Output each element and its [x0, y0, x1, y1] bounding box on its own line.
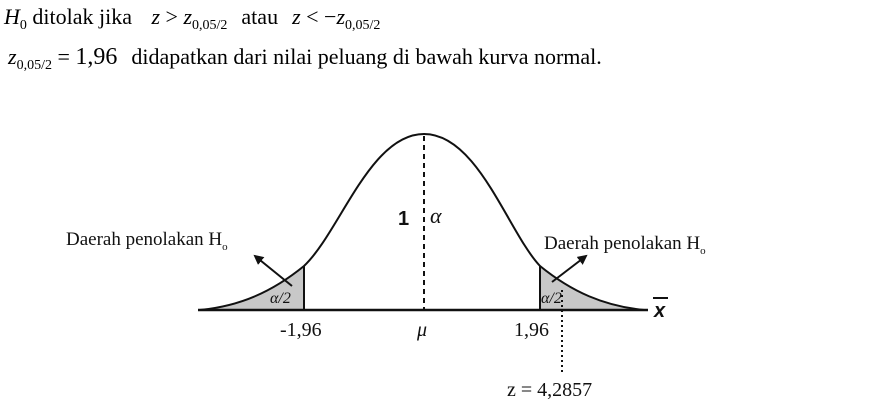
right-region-label: Daerah penolakan Ho: [544, 233, 706, 257]
condition-greater: z > z0,05/2: [151, 4, 228, 33]
z-critical-symbol: z0,05/2: [8, 44, 52, 73]
left-region-arrow: [253, 254, 293, 287]
tick-left-label: -1,96: [280, 319, 322, 341]
left-region-label: Daerah penolakan Ho: [66, 229, 228, 253]
tick-mu-label: μ: [416, 319, 427, 341]
right-tail-label: α/2: [541, 290, 562, 307]
ditolak-jika-text: ditolak jika: [26, 4, 138, 29]
z-value-label: z = 4,2857: [507, 379, 592, 401]
left-tail-region: [200, 266, 304, 310]
right-region-arrow: [551, 254, 588, 283]
critical-value-line: z0,05/2 = 1,96 didapatkan dari nilai pelu…: [8, 44, 602, 74]
critical-value-description: didapatkan dari nilai peluang di bawah k…: [131, 44, 602, 69]
axis-variable-label: x: [653, 300, 666, 322]
right-tail-region: [540, 266, 644, 310]
critical-value: 1,96: [75, 44, 118, 70]
tick-right-label: 1,96: [514, 319, 549, 341]
normal-curve: [199, 132, 645, 311]
left-tail-label: α/2: [270, 290, 291, 307]
atau-text: atau: [241, 4, 279, 29]
confidence-label-alpha: α: [430, 203, 442, 228]
rejection-rule-line: H0 ditolak jika z > z0,05/2 atau z < −z0,0…: [4, 4, 380, 34]
equals-sign: =: [51, 44, 76, 69]
confidence-label-one: 1: [398, 208, 409, 230]
h0-symbol: H0: [4, 4, 27, 33]
condition-less: z < −z0,05/2: [292, 4, 381, 33]
